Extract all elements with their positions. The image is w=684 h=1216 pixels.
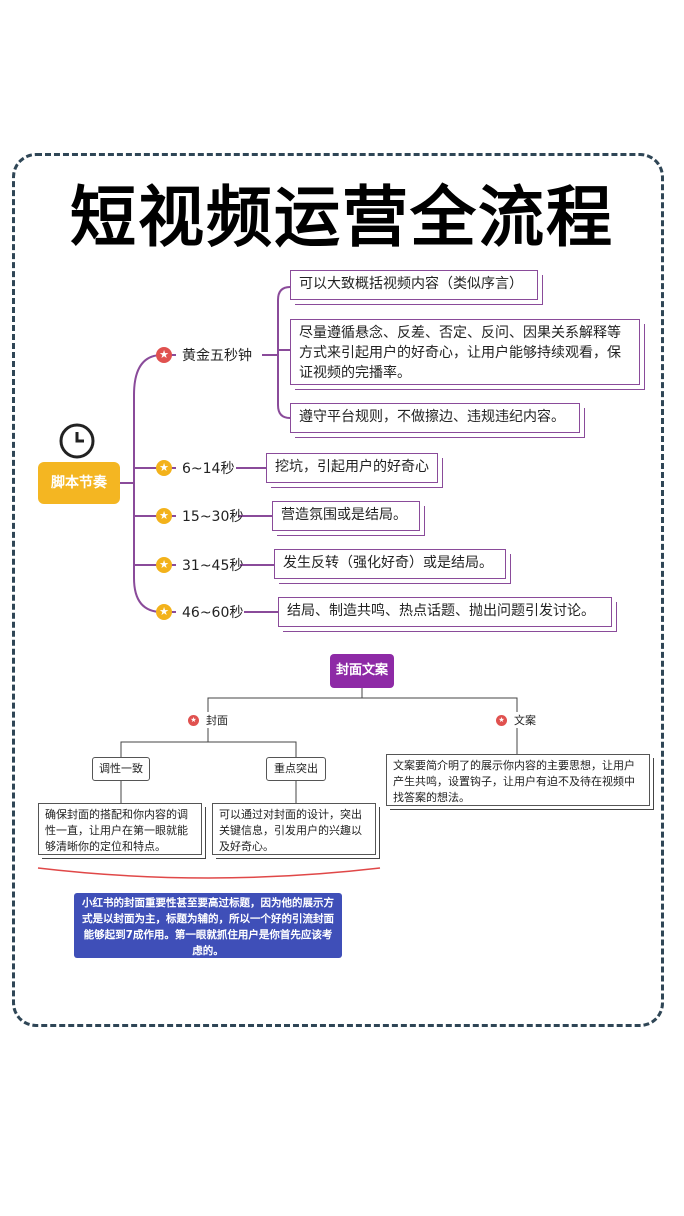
note-box: 挖坑，引起用户的好奇心 [266, 453, 438, 483]
branch-label-3: 31~45秒 [182, 558, 244, 574]
dashed-frame [12, 153, 664, 1027]
branch-label-1: 6~14秒 [182, 461, 235, 477]
highlight-node: 重点突出 [266, 757, 326, 781]
star-icon: ★ [156, 604, 172, 620]
branch-label-2: 15~30秒 [182, 509, 244, 525]
highlight-desc-box: 可以通过对封面的设计，突出关键信息，引发用户的兴趣以及好奇心。 [212, 803, 376, 855]
badge-icon: ★ [188, 715, 199, 726]
note-box: 结局、制造共鸣、热点话题、抛出问题引发讨论。 [278, 597, 612, 627]
star-icon: ★ [156, 460, 172, 476]
note-box: 发生反转（强化好奇）或是结局。 [274, 549, 506, 579]
note-box: 尽量遵循悬念、反差、否定、反问、因果关系解释等方式来引起用户的好奇心，让用户能够… [290, 319, 640, 385]
branch-label-0: 黄金五秒钟 [182, 348, 252, 364]
script-root-node: 脚本节奏 [38, 462, 120, 504]
star-icon: ★ [156, 347, 172, 363]
cover-root-node: 封面文案 [330, 654, 394, 688]
tone-node: 调性一致 [92, 757, 150, 781]
note-box: 可以大致概括视频内容（类似序言） [290, 270, 538, 300]
note-box: 营造氛围或是结局。 [272, 501, 420, 531]
note-box: 遵守平台规则，不做擦边、违规违纪内容。 [290, 403, 580, 433]
copy-label: 文案 [514, 714, 536, 727]
badge-icon: ★ [496, 715, 507, 726]
page-title: 短视频运营全流程 [70, 179, 614, 256]
branch-label-4: 46~60秒 [182, 605, 244, 621]
star-icon: ★ [156, 508, 172, 524]
cover-importance-note: 小红书的封面重要性甚至要高过标题，因为他的展示方式是以封面为主，标题为辅的，所以… [74, 893, 342, 958]
star-icon: ★ [156, 557, 172, 573]
copy-desc-box: 文案要简介明了的展示你内容的主要思想，让用户产生共鸣，设置钩子，让用户有迫不及待… [386, 754, 650, 806]
clock-icon [59, 423, 95, 459]
tone-desc-box: 确保封面的搭配和你内容的调性一直，让用户在第一眼就能够清晰你的定位和特点。 [38, 803, 202, 855]
cover-label: 封面 [206, 714, 228, 727]
